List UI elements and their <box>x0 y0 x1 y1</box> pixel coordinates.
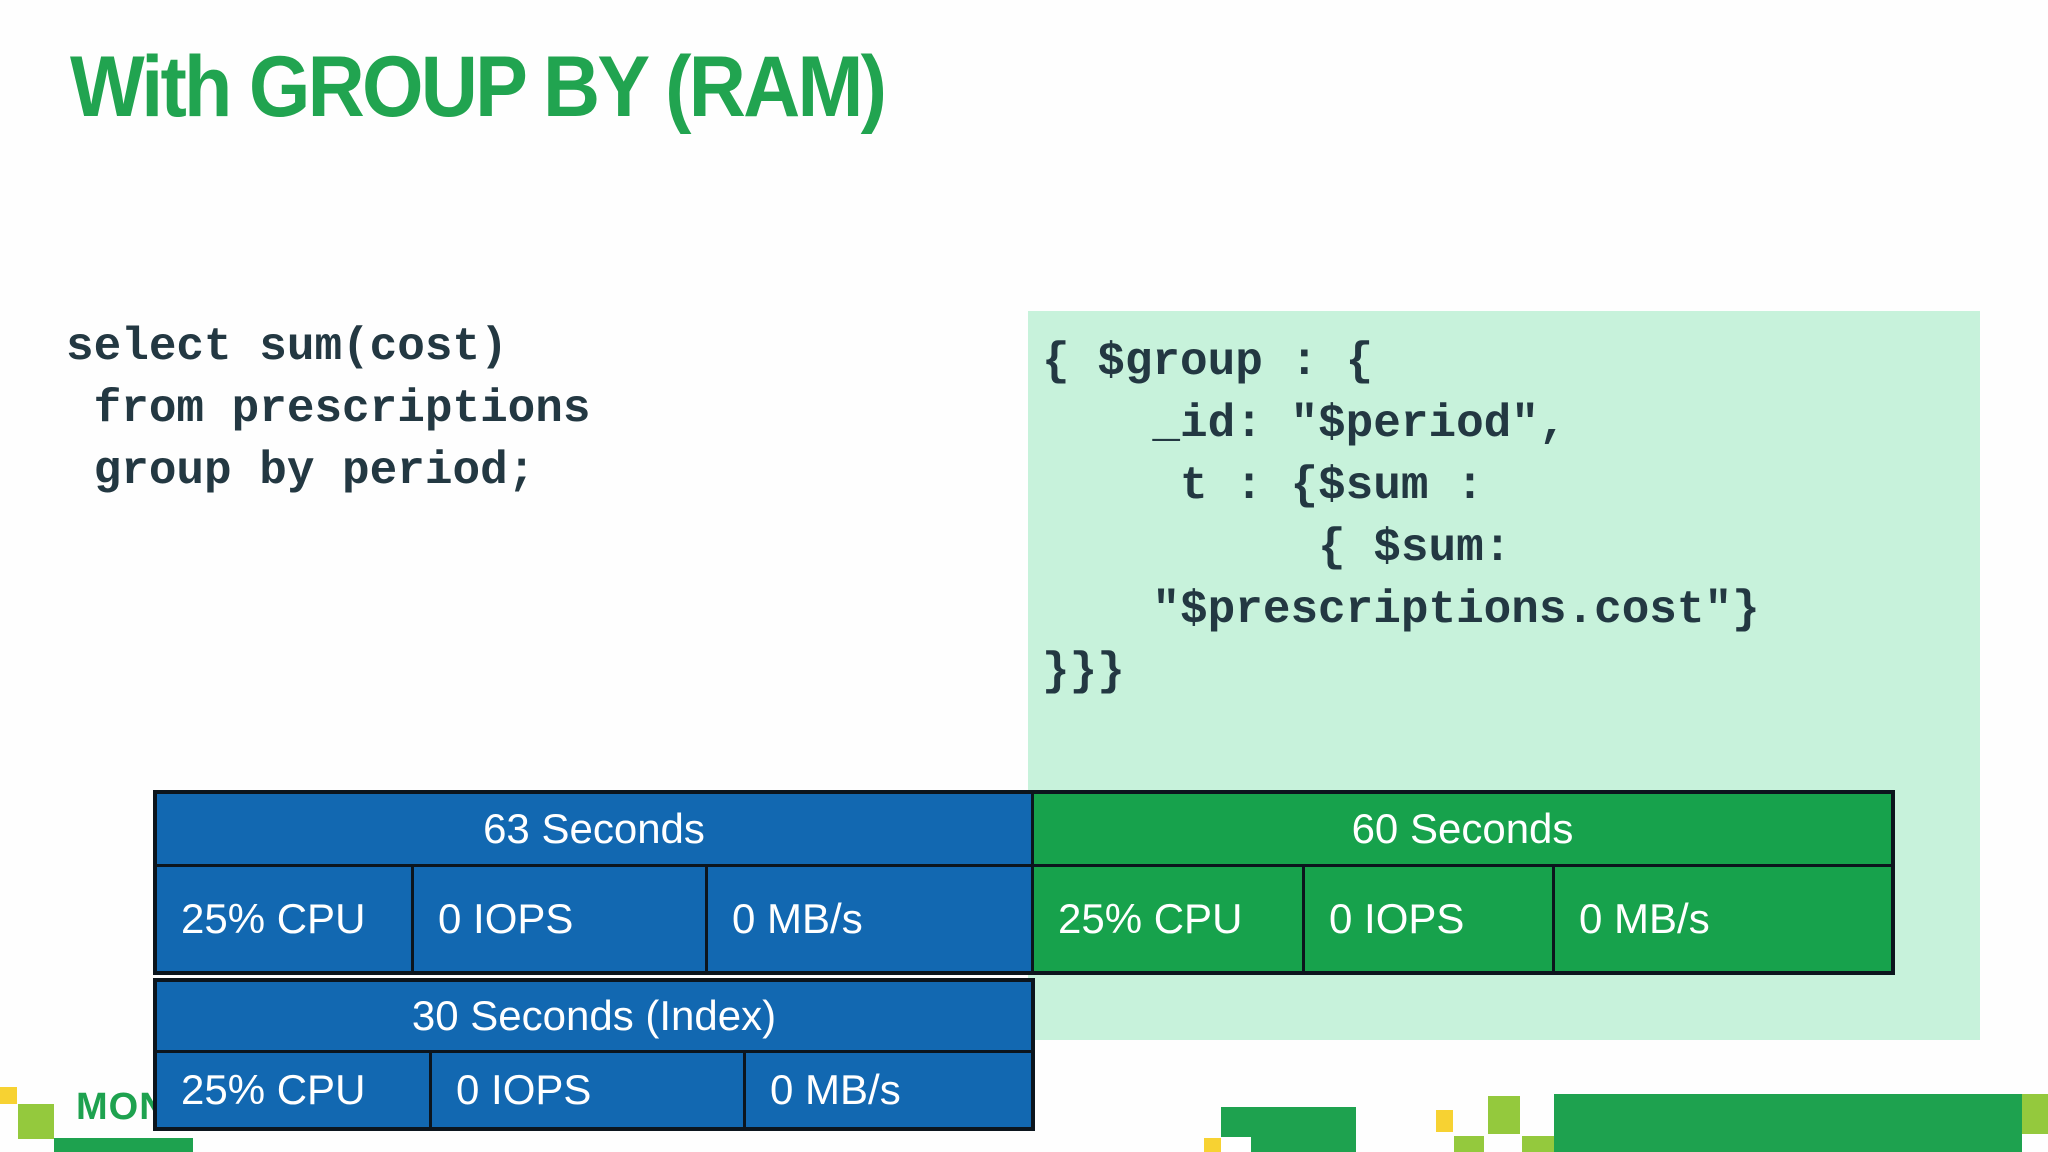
iops-cell: 0 IOPS <box>414 867 708 971</box>
pixel-decoration <box>1436 1110 1453 1132</box>
pixel-decoration <box>1454 1136 1484 1152</box>
throughput-cell: 0 MB/s <box>732 895 863 942</box>
cpu-cell: 25% CPU <box>1034 867 1305 971</box>
throughput-cell: 0 MB/s <box>770 1066 901 1113</box>
benchmark-table-30-seconds-index: 30 Seconds (Index) 25% CPU 0 IOPS 0 MB/s <box>153 978 1035 1131</box>
cpu-cell: 25% CPU <box>157 1053 432 1127</box>
pixel-decoration <box>18 1104 54 1139</box>
mongo-code-block: { $group : { _id: "$period", t : {$sum :… <box>1042 336 1760 698</box>
table-header: 60 Seconds <box>1034 794 1891 867</box>
benchmark-table-60-seconds: 60 Seconds 25% CPU 0 IOPS 0 MB/s <box>1034 790 1895 975</box>
pixel-decoration <box>1554 1094 2022 1152</box>
pixel-decoration <box>54 1138 193 1152</box>
benchmark-table-63-seconds: 63 Seconds 25% CPU 0 IOPS 0 MB/s <box>153 790 1035 975</box>
pixel-decoration <box>1204 1138 1221 1152</box>
pixel-decoration <box>1522 1136 1554 1152</box>
pixel-decoration <box>1488 1096 1520 1134</box>
throughput-cell: 0 MB/s <box>1579 895 1710 942</box>
table-row: 25% CPU 0 IOPS 0 MB/s <box>157 1053 1031 1127</box>
pixel-decoration <box>0 1087 17 1104</box>
sql-code-block: select sum(cost) from prescriptions grou… <box>66 321 591 497</box>
table-header: 30 Seconds (Index) <box>157 982 1031 1053</box>
pixel-decoration <box>2022 1094 2048 1134</box>
iops-cell: 0 IOPS <box>1305 867 1555 971</box>
slide-title: With GROUP BY (RAM) <box>70 39 887 135</box>
mongodb-wordmark: MON <box>76 1086 168 1128</box>
iops-cell: 0 IOPS <box>432 1053 746 1127</box>
table-header: 63 Seconds <box>157 794 1031 867</box>
pixel-decoration <box>1221 1137 1251 1152</box>
table-row: 25% CPU 0 IOPS 0 MB/s <box>1034 867 1891 971</box>
table-row: 25% CPU 0 IOPS 0 MB/s <box>157 867 1031 971</box>
cpu-cell: 25% CPU <box>157 867 414 971</box>
